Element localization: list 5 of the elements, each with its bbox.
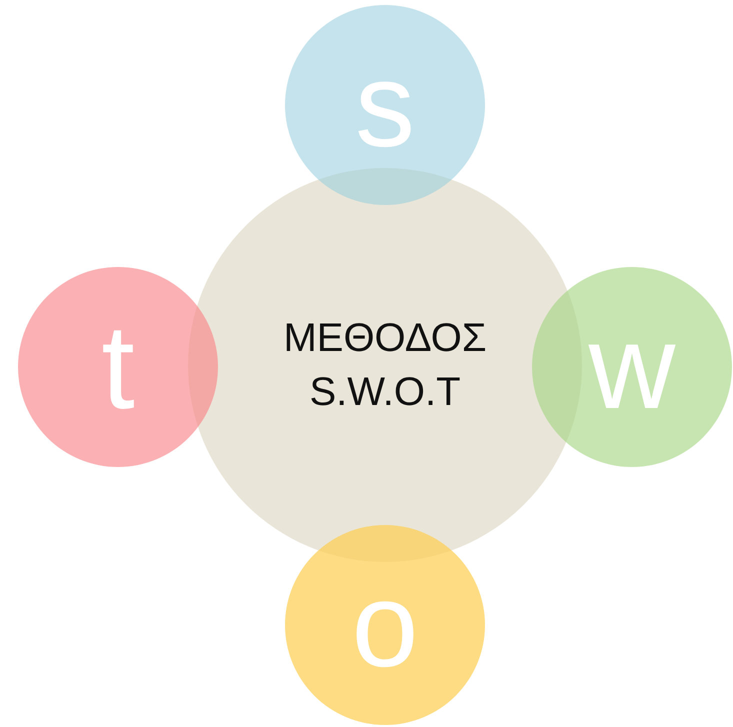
circle-letter: t <box>101 307 135 427</box>
circle-letter: o <box>352 565 418 685</box>
center-title: ΜΕΘΟΔΟΣ S.W.O.T <box>282 315 488 416</box>
circle-letter: w <box>588 307 676 427</box>
circle-letter: s <box>355 45 415 165</box>
